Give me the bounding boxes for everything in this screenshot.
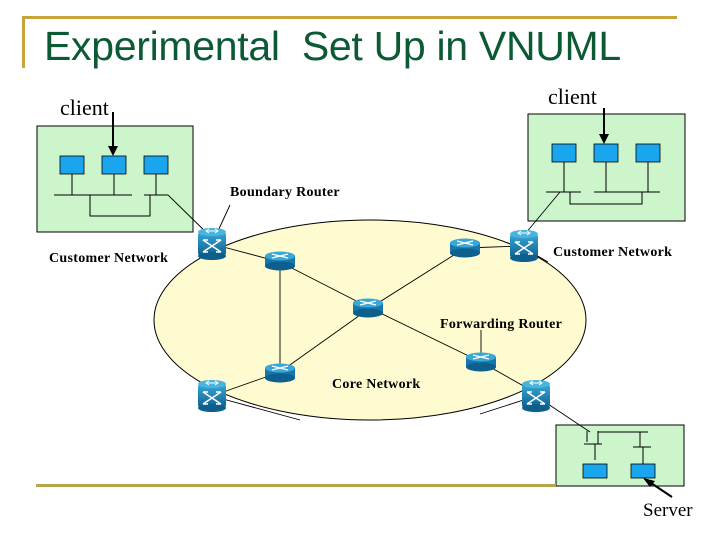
host-icon (59, 155, 85, 175)
core-router (449, 237, 481, 259)
boundary-router-top-left (197, 227, 227, 261)
client-left-arrow-icon (108, 112, 118, 156)
server-host-icon (630, 463, 656, 479)
host-icon (143, 155, 169, 175)
customer-network-label-left: Customer Network (49, 251, 169, 266)
core-router (264, 362, 296, 384)
core-router (264, 250, 296, 272)
forwarding-router (465, 351, 497, 373)
server-lan (555, 424, 685, 487)
server-label: Server (643, 500, 693, 521)
customer-network-label-right: Customer Network (553, 245, 673, 260)
client-lan-left (36, 125, 194, 233)
server-arrow-icon (643, 478, 673, 498)
client-lan-left-wiring (54, 174, 168, 217)
client-label-right: client (548, 84, 597, 109)
boundary-router-bottom-left (197, 379, 227, 413)
host-icon (101, 155, 127, 175)
host-icon (635, 143, 661, 163)
server-lan-wiring (584, 431, 651, 464)
core-router-center (352, 297, 384, 319)
boundary-router-label: Boundary Router (230, 185, 340, 200)
host-icon (582, 463, 608, 479)
host-icon (551, 143, 577, 163)
title-top-rule (22, 16, 677, 19)
bottom-rule (36, 484, 556, 487)
boundary-router-bottom-right (521, 379, 551, 413)
host-icon (593, 143, 619, 163)
client-lan-right-wiring (546, 162, 660, 205)
boundary-router-top-right (509, 229, 539, 263)
client-label-left: client (60, 95, 109, 120)
client-right-arrow-icon (599, 108, 609, 144)
title-left-rule (22, 16, 25, 68)
core-network-label: Core Network (332, 377, 421, 392)
forwarding-router-label: Forwarding Router (440, 317, 563, 332)
slide-title: Experimental Set Up in VNUML (44, 23, 621, 69)
